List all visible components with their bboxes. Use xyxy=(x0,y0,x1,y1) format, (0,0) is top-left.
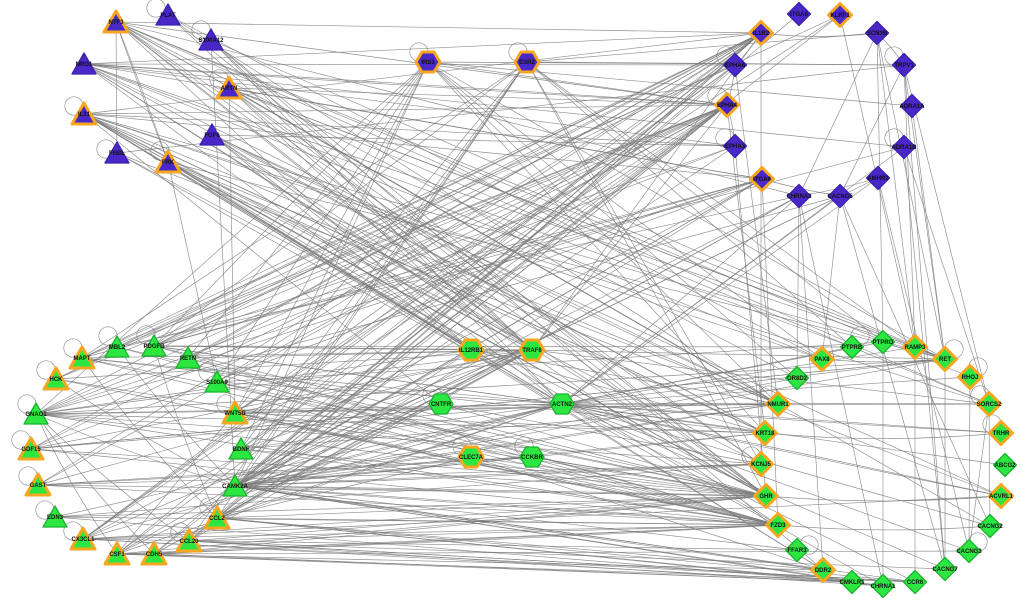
svg-text:ARTN: ARTN xyxy=(221,86,238,92)
svg-text:ACTN2: ACTN2 xyxy=(552,402,573,408)
svg-text:CLEC7A: CLEC7A xyxy=(459,455,484,461)
svg-text:FFAR3: FFAR3 xyxy=(787,548,807,554)
svg-text:CACNG7: CACNG7 xyxy=(932,567,958,573)
svg-text:GHR: GHR xyxy=(759,494,773,500)
svg-text:OR8D2: OR8D2 xyxy=(787,376,808,382)
svg-text:CX3CL1: CX3CL1 xyxy=(71,537,95,543)
svg-text:CAMK2A: CAMK2A xyxy=(222,484,248,490)
svg-text:FRK: FRK xyxy=(162,160,175,166)
svg-text:EPHA4: EPHA4 xyxy=(717,103,738,109)
svg-text:WNT5B: WNT5B xyxy=(224,411,246,417)
svg-text:HCK: HCK xyxy=(50,377,64,383)
svg-text:ABCG2: ABCG2 xyxy=(994,463,1016,469)
svg-text:CACNG5: CACNG5 xyxy=(827,194,853,200)
svg-text:CCR6: CCR6 xyxy=(907,580,924,586)
svg-text:S100A12: S100A12 xyxy=(198,38,224,44)
svg-text:IRS1: IRS1 xyxy=(421,60,435,66)
svg-text:S100A9: S100A9 xyxy=(206,380,228,386)
svg-text:IL1R2: IL1R2 xyxy=(753,31,770,37)
svg-text:KCNJ5: KCNJ5 xyxy=(751,462,771,468)
svg-text:PDGFB: PDGFB xyxy=(144,344,166,350)
svg-text:CHRNA3: CHRNA3 xyxy=(786,194,812,200)
svg-text:SORCS2: SORCS2 xyxy=(977,402,1002,408)
svg-text:FGF6: FGF6 xyxy=(204,133,220,139)
svg-text:SCN3B: SCN3B xyxy=(867,31,888,37)
svg-text:IL31: IL31 xyxy=(78,112,91,118)
svg-text:FZD3: FZD3 xyxy=(771,523,787,529)
svg-text:CMKLR1: CMKLR1 xyxy=(840,580,866,586)
svg-text:ITGA9: ITGA9 xyxy=(753,177,771,183)
svg-text:TRAF6: TRAF6 xyxy=(522,348,542,354)
svg-text:ADRA1B: ADRA1B xyxy=(891,145,917,151)
svg-text:PTPRB: PTPRB xyxy=(842,345,863,351)
svg-text:KLRF1: KLRF1 xyxy=(830,13,850,19)
svg-text:CCL20: CCL20 xyxy=(179,539,199,545)
svg-text:ITGA8: ITGA8 xyxy=(790,12,808,18)
svg-text:RETN: RETN xyxy=(180,356,196,362)
svg-text:AMHR2: AMHR2 xyxy=(867,176,889,182)
svg-text:NMUR1: NMUR1 xyxy=(767,402,789,408)
svg-text:EPHA3: EPHA3 xyxy=(725,144,746,150)
svg-text:CHRNA1: CHRNA1 xyxy=(870,584,896,590)
svg-text:ESR2: ESR2 xyxy=(519,60,535,66)
svg-text:IL12RB1: IL12RB1 xyxy=(459,348,484,354)
svg-text:FNBL: FNBL xyxy=(109,151,125,157)
svg-text:CNTFR: CNTFR xyxy=(431,402,452,408)
svg-text:KRT18: KRT18 xyxy=(755,431,775,437)
svg-text:DDR2: DDR2 xyxy=(815,568,832,574)
svg-text:BDNF: BDNF xyxy=(233,447,250,453)
svg-text:NTF3: NTF3 xyxy=(109,20,125,26)
svg-text:RHOJ: RHOJ xyxy=(962,375,979,381)
svg-text:TRHR: TRHR xyxy=(993,431,1010,437)
svg-text:PLAT: PLAT xyxy=(160,13,176,19)
svg-text:ADRA1A: ADRA1A xyxy=(899,104,925,110)
svg-text:ACVRL1: ACVRL1 xyxy=(989,494,1014,500)
svg-text:CACNG2: CACNG2 xyxy=(977,524,1003,530)
svg-text:PAX8: PAX8 xyxy=(814,357,830,363)
svg-text:GNAO1: GNAO1 xyxy=(25,412,47,418)
svg-text:EDN3: EDN3 xyxy=(47,515,64,521)
svg-text:RET: RET xyxy=(939,357,951,363)
svg-text:MBL2: MBL2 xyxy=(109,345,126,351)
svg-text:GAST: GAST xyxy=(30,483,47,489)
svg-text:MAPT: MAPT xyxy=(74,356,91,362)
svg-text:PTPRO: PTPRO xyxy=(873,340,894,346)
svg-text:TRPV1: TRPV1 xyxy=(894,63,914,69)
svg-text:CCL2: CCL2 xyxy=(209,516,225,522)
svg-text:EPHA6: EPHA6 xyxy=(725,63,746,69)
svg-text:CDH5: CDH5 xyxy=(146,552,163,558)
svg-text:CSF1: CSF1 xyxy=(109,552,125,558)
svg-text:CACNG3: CACNG3 xyxy=(956,549,982,555)
svg-text:RAMP3: RAMP3 xyxy=(904,345,926,351)
svg-text:GDF15: GDF15 xyxy=(21,447,41,453)
svg-text:NRG1: NRG1 xyxy=(76,62,93,68)
svg-text:CCKBR: CCKBR xyxy=(521,455,543,461)
